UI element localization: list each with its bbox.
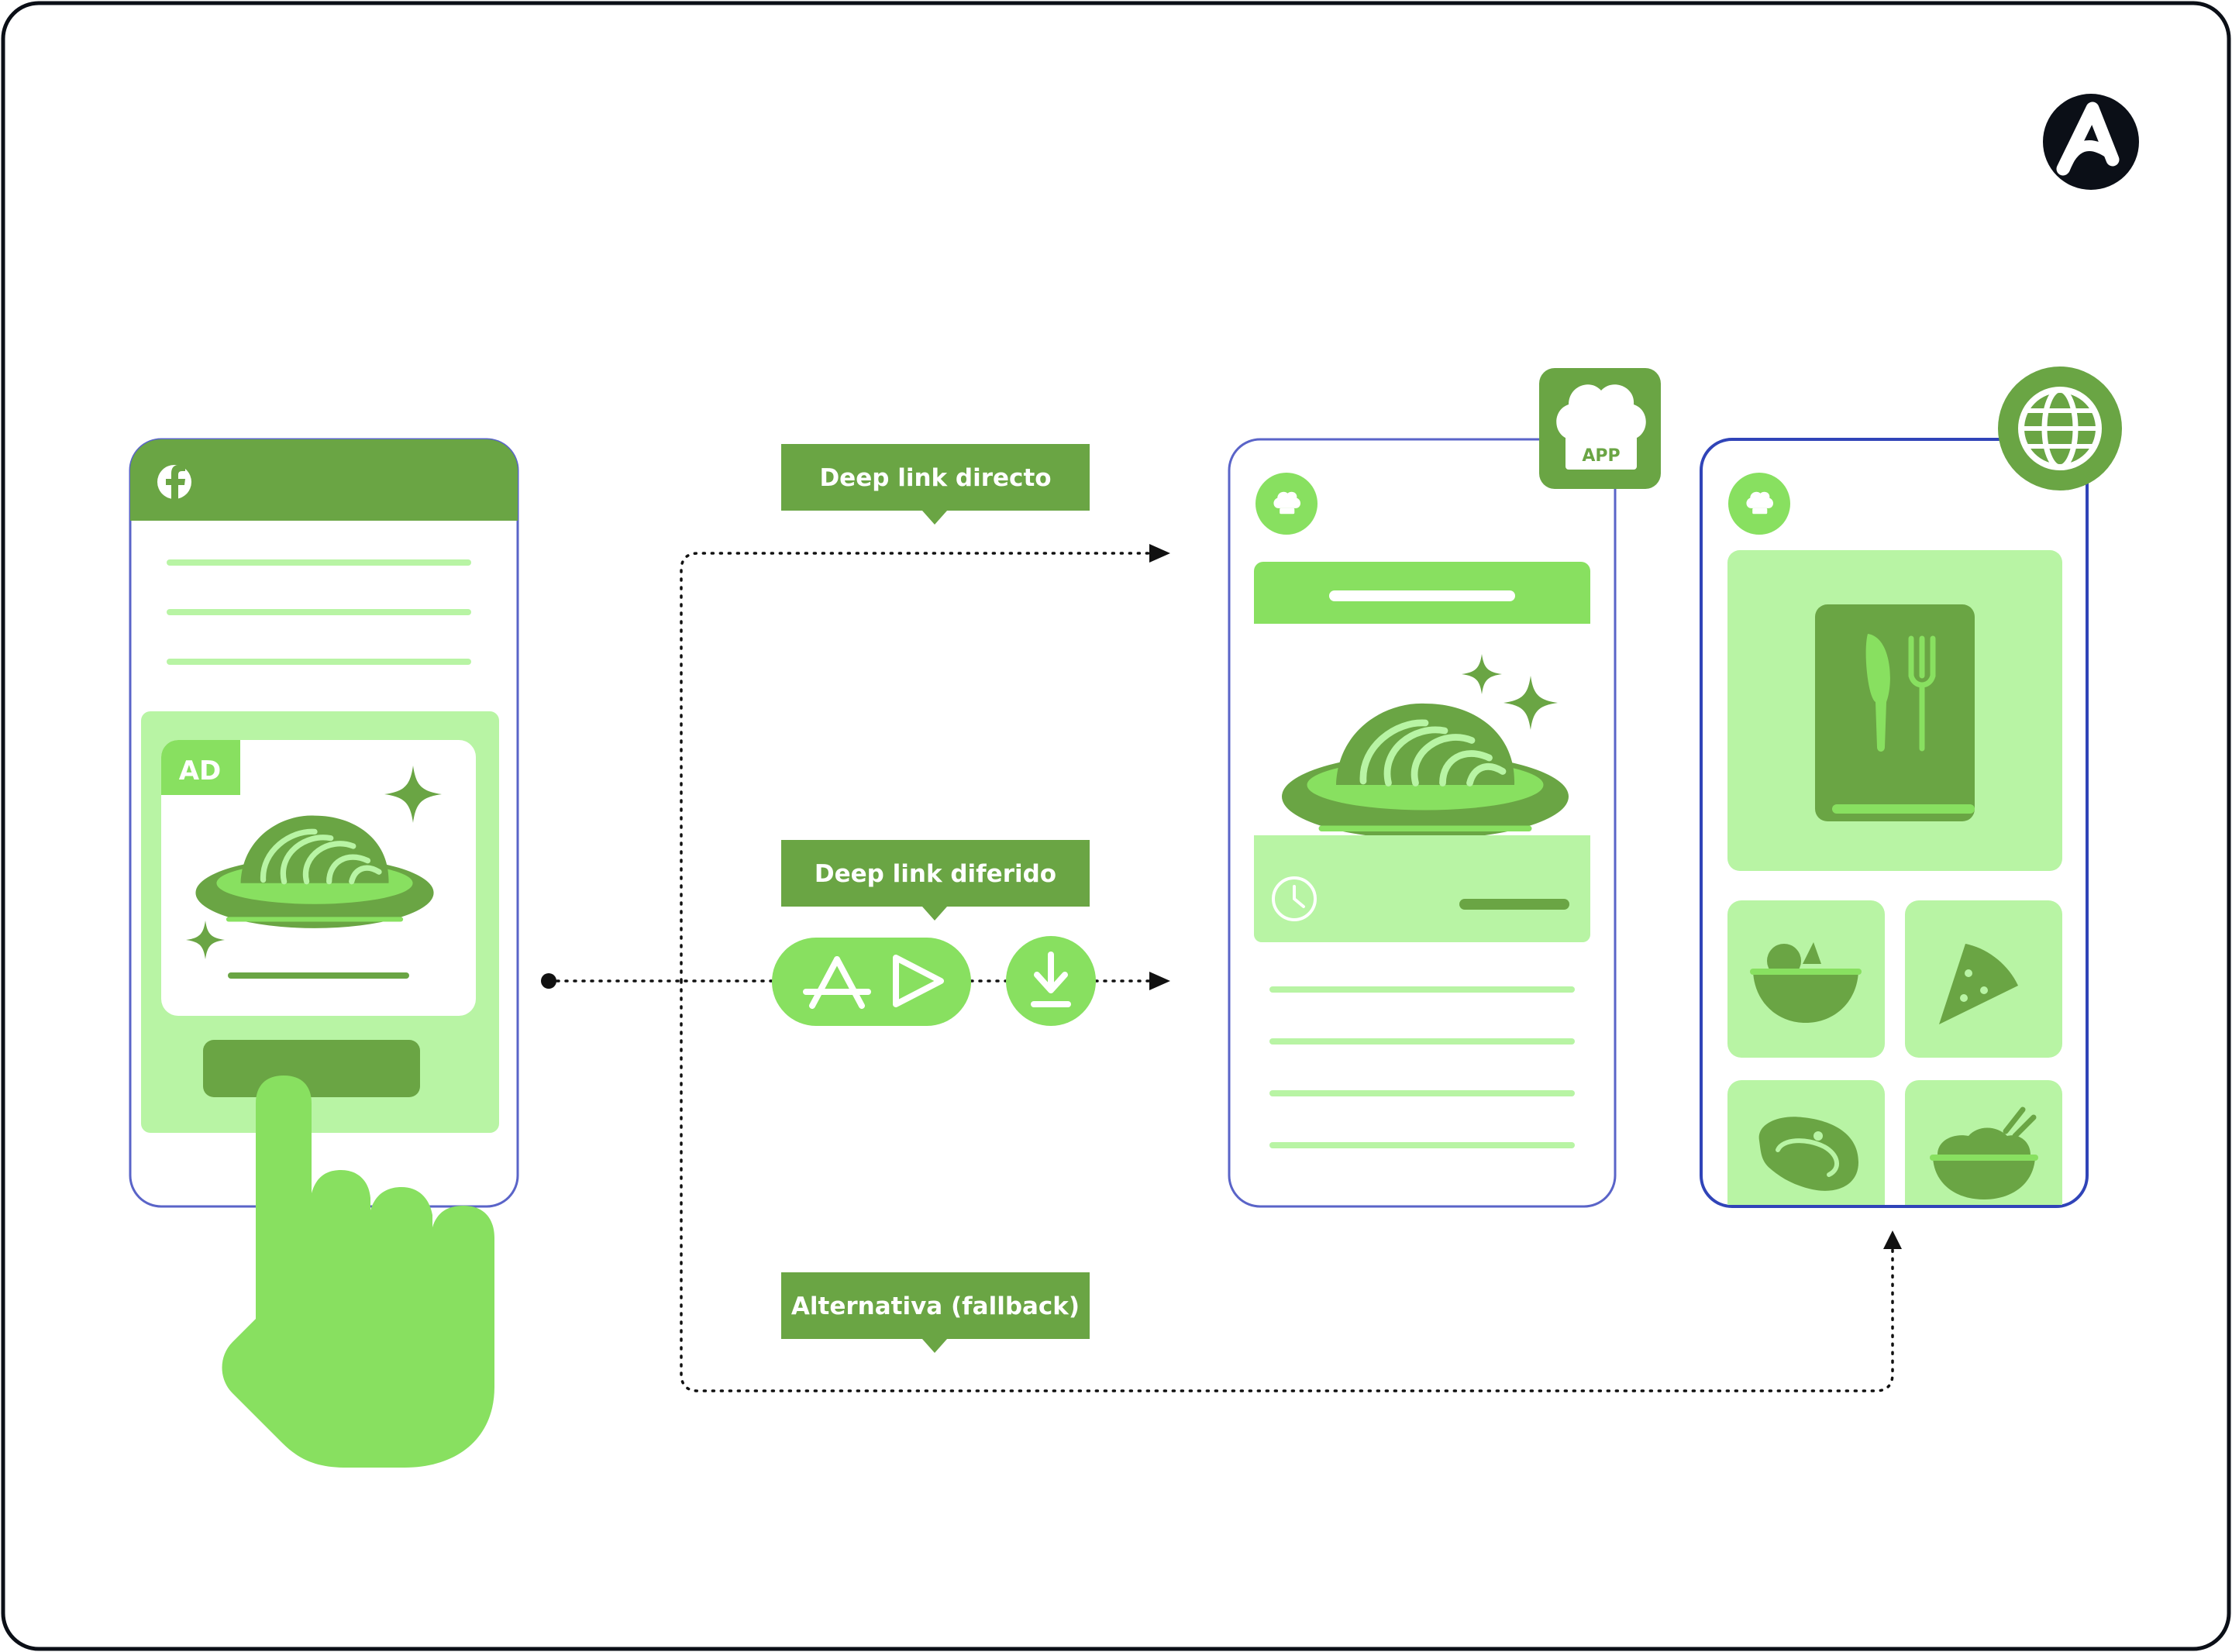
app-badge: APP <box>1539 368 1661 489</box>
pointing-hand-icon <box>222 1076 494 1468</box>
text-line <box>1269 1090 1575 1096</box>
pizza-slice-icon <box>1939 944 2018 1024</box>
ad-badge-label: AD <box>179 755 222 786</box>
adjust-logo-icon <box>2043 94 2139 190</box>
cookbook-icon <box>1815 604 1975 821</box>
label-deferred-text: Deep link diferido <box>815 860 1056 888</box>
facebook-icon <box>157 465 191 499</box>
arrow-deferred <box>1149 972 1170 990</box>
label-fallback-text: Alternativa (fallback) <box>791 1292 1080 1320</box>
arrow-direct <box>1149 544 1170 563</box>
web-phone <box>1700 438 2089 1208</box>
salad-bowl-icon <box>1750 942 1862 1023</box>
text-line <box>1269 1142 1575 1148</box>
ad-badge: AD <box>161 740 240 795</box>
app-info-card <box>1254 835 1590 942</box>
app-phone <box>1228 438 1617 1208</box>
label-direct: Deep link directo <box>781 444 1090 525</box>
app-info-value-line <box>1459 899 1569 910</box>
ad-caption-line <box>228 972 409 979</box>
ad-phone: AD <box>129 438 519 1208</box>
web-header-chef-hat-icon <box>1728 473 1790 535</box>
app-header-chef-hat-icon <box>1256 473 1318 535</box>
text-line <box>167 559 471 566</box>
text-line <box>1269 1038 1575 1045</box>
clock-icon <box>1272 876 1317 921</box>
rice-bowl-icon <box>1930 1106 2038 1199</box>
label-deferred: Deep link diferido <box>781 840 1090 921</box>
arrow-fallback <box>1883 1230 1902 1249</box>
text-line <box>167 609 471 615</box>
label-fallback: Alternativa (fallback) <box>781 1272 1090 1353</box>
flow-lines <box>547 552 1894 1392</box>
download-icon <box>1006 936 1096 1026</box>
app-badge-label: APP <box>1582 446 1620 466</box>
label-direct-text: Deep link directo <box>819 464 1051 492</box>
google-play-icon <box>893 955 944 1007</box>
steak-icon <box>1758 1117 1858 1191</box>
text-line <box>167 659 471 665</box>
globe-icon <box>1998 367 2122 490</box>
app-title-line <box>1329 590 1515 601</box>
chef-hat-icon <box>1556 384 1646 440</box>
ad-cta-button[interactable] <box>203 1040 420 1097</box>
flow-origin-dot <box>541 973 556 989</box>
text-line <box>1269 986 1575 993</box>
store-pill <box>772 938 971 1026</box>
app-store-icon <box>803 956 871 1009</box>
ad-phone-header <box>130 439 518 521</box>
